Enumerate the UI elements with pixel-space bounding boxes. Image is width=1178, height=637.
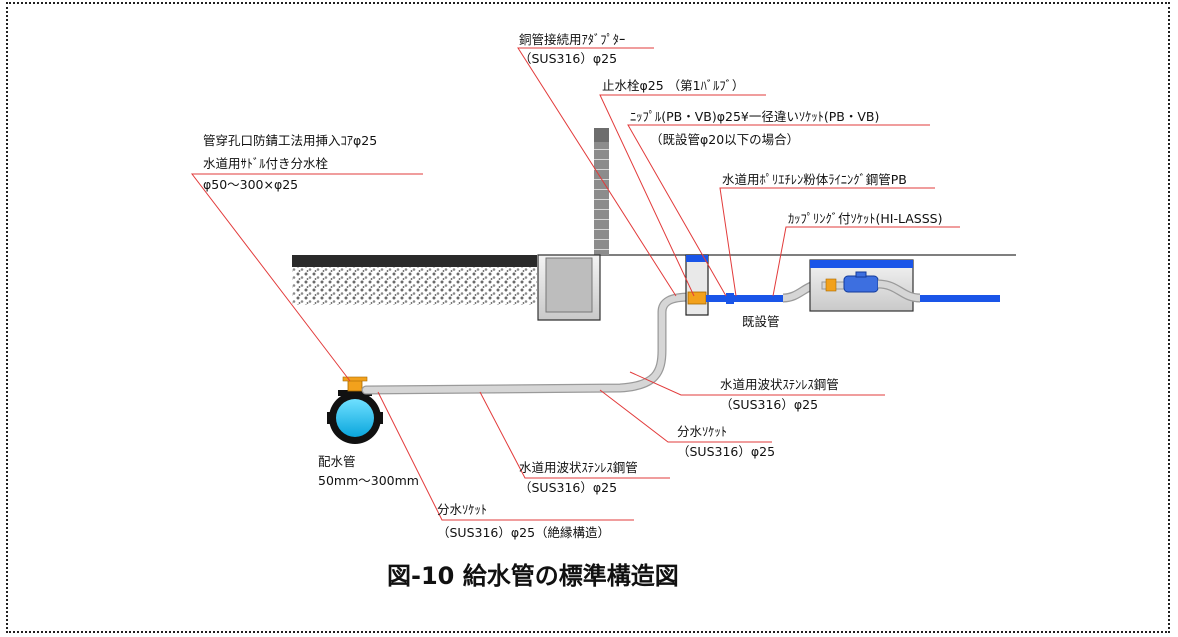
blue-pb-pipe: [706, 295, 784, 302]
asphalt-layer: [292, 255, 537, 267]
stainless-pipe-outline: [361, 292, 695, 395]
main-pipe-bore: [336, 399, 374, 437]
label-main-pipe: 配水管: [318, 454, 356, 469]
main-pipe: [327, 390, 383, 444]
saddle-valve: [342, 376, 368, 392]
label-socket-upper-spec: （SUS316）φ25: [677, 444, 775, 459]
label-nipple-note: （既設管φ20以下の場合）: [650, 132, 799, 147]
saddle-band: [338, 390, 372, 396]
label-stainless-upper: 水道用波状ｽﾃﾝﾚｽ鋼管: [720, 377, 839, 392]
label-coupling: ｶｯﾌﾟﾘﾝｸﾞ付ｿｹｯﾄ(HI-LASSS): [788, 211, 942, 226]
leader-lines: [190, 47, 960, 521]
stainless-pipe: [362, 293, 694, 394]
label-adapter: 銅管接続用ｱﾀﾞﾌﾟﾀｰ: [519, 32, 625, 47]
boundary-post: [594, 128, 609, 255]
labels: 銅管接続用ｱﾀﾞﾌﾟﾀｰ （SUS316）φ25 止水栓φ25 （第1ﾊﾞﾙﾌﾞ…: [203, 32, 942, 540]
water-meter: [843, 275, 879, 293]
label-core: 管穿孔口防錆工法用挿入ｺｱφ25: [203, 133, 377, 148]
label-main-pipe-size: 50mm～300mm: [318, 473, 419, 488]
meter-box: [782, 259, 1000, 312]
boundary-structure: [537, 128, 609, 321]
gravel-layer: [292, 267, 537, 305]
label-stainless-lower: 水道用波状ｽﾃﾝﾚｽ鋼管: [519, 460, 638, 475]
label-stop-valve: 止水栓φ25 （第1ﾊﾞﾙﾌﾞ）: [602, 78, 744, 93]
road-surface: [292, 254, 1016, 305]
outlet-pipe: [920, 295, 1000, 302]
label-stainless-upper-spec: （SUS316）φ25: [720, 397, 818, 412]
label-nipple: ﾆｯﾌﾟﾙ(PB・VB)φ25¥一径違いｿｹｯﾄ(PB・VB): [630, 109, 879, 124]
label-saddle-size: φ50～300×φ25: [203, 177, 298, 192]
figure-caption: 図-10 給水管の標準構造図: [387, 562, 679, 590]
label-socket-lower-spec: （SUS316）φ25（絶縁構造）: [437, 525, 610, 540]
diagram-border: [6, 2, 1170, 633]
label-saddle-valve: 水道用ｻﾄﾞﾙ付き分水栓: [203, 156, 329, 171]
label-existing-pipe: 既設管: [742, 314, 780, 329]
label-socket-upper: 分水ｿｹｯﾄ: [677, 424, 727, 439]
label-stainless-lower-spec: （SUS316）φ25: [519, 480, 617, 495]
label-polyethylene-pipe: 水道用ﾎﾟﾘｴﾁﾚﾝ粉体ﾗｲﾆﾝｸﾞ鋼管PB: [722, 172, 907, 187]
stop-valve: [687, 291, 707, 305]
label-adapter-spec: （SUS316）φ25: [519, 51, 617, 66]
stop-valve-box: [685, 254, 709, 316]
label-socket-lower: 分水ｿｹｯﾄ: [437, 502, 487, 517]
meter-valve: [825, 278, 837, 292]
